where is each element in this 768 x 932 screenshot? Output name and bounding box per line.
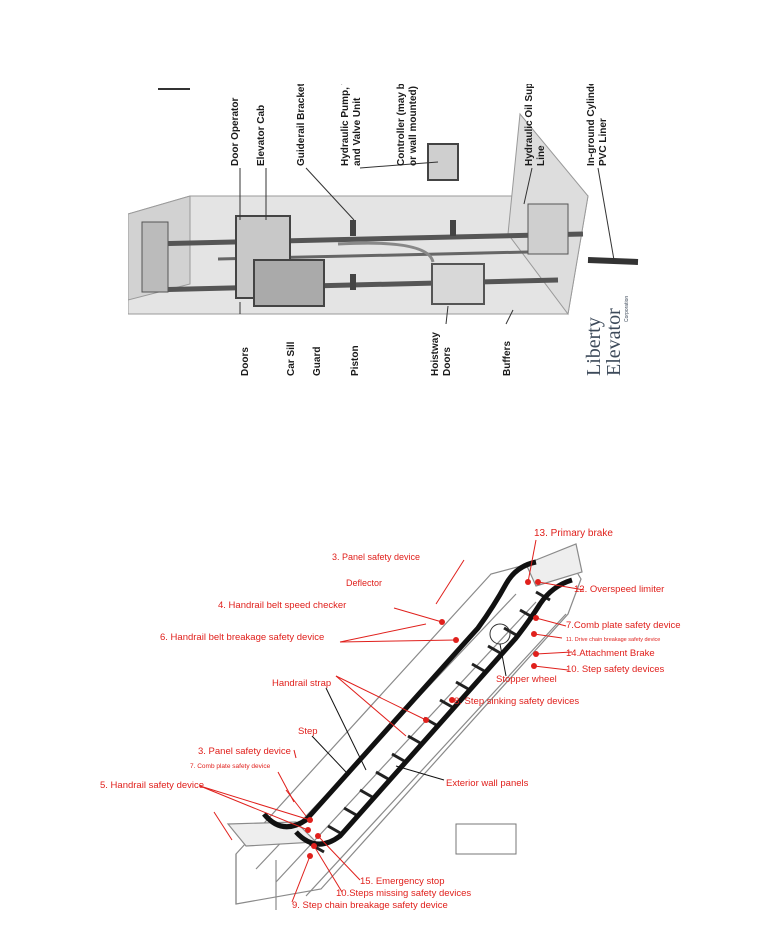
label-elevator-cab: Elevator Cab bbox=[256, 105, 267, 166]
label-panel-safety-bottom: 3. Panel safety device bbox=[198, 746, 291, 757]
label-wall-mounted: or wall mounted) bbox=[408, 86, 419, 166]
label-guard: Guard bbox=[312, 347, 323, 376]
car-doors bbox=[253, 259, 325, 307]
label-step-chain-breakage: 9. Step chain breakage safety device bbox=[292, 900, 448, 911]
label-emergency-stop: 15. Emergency stop bbox=[360, 876, 445, 887]
black-leader-lines bbox=[311, 643, 507, 781]
hoistway-doors bbox=[431, 263, 485, 305]
label-buffers: Buffers bbox=[502, 341, 513, 376]
label-pvc-liner: PVC Liner bbox=[598, 118, 609, 166]
label-guiderail-brackets: Guiderail Brackets bbox=[296, 84, 307, 166]
label-primary-brake: 13. Primary brake bbox=[534, 528, 613, 539]
label-handrail-strap: Handrail strap bbox=[272, 678, 331, 689]
label-comb-plate-top: 7.Comb plate safety device bbox=[566, 620, 681, 631]
handrail-right bbox=[294, 577, 573, 847]
label-exterior-wall: Exterior wall panels bbox=[446, 778, 529, 789]
handrail-left bbox=[262, 559, 537, 830]
label-handrail-safety: 5. Handrail safety device bbox=[100, 780, 204, 791]
escalator-safety-diagram: 13. Primary brake 3. Panel safety device… bbox=[96, 524, 682, 914]
escalator-illustration: 13. Primary brake 3. Panel safety device… bbox=[100, 528, 681, 911]
label-attachment-brake: 14.Attachment Brake bbox=[566, 648, 655, 659]
label-hoistway-doors: Doors bbox=[442, 347, 453, 376]
label-hoistway: Hoistway bbox=[430, 332, 441, 376]
escalator-leader-lines bbox=[199, 539, 585, 903]
in-ground-cylinder bbox=[587, 257, 639, 265]
guiderail-bracket bbox=[350, 220, 356, 236]
label-in-ground-cylinder: In-ground Cylinder bbox=[586, 84, 597, 166]
label-piston: Piston bbox=[350, 345, 361, 376]
label-comb-plate-bottom: 7. Comb plate safety device bbox=[190, 763, 271, 770]
label-oil-supply: Hydraulic Oil Suppl bbox=[524, 84, 535, 166]
door-operator bbox=[141, 221, 169, 293]
liberty-elevator-logo: Liberty Elevator Corporation bbox=[583, 296, 630, 376]
label-step: Step bbox=[298, 726, 318, 737]
hydraulic-elevator-diagram: Door Operator Elevator Cab Guiderail Bra… bbox=[128, 84, 644, 378]
hydraulic-pump bbox=[527, 203, 569, 255]
label-line: Line bbox=[536, 145, 547, 166]
svg-text:Liberty: Liberty bbox=[583, 317, 605, 376]
label-step-safety: 10. Step safety devices bbox=[566, 664, 664, 675]
label-controller: Controller (may be bbox=[396, 84, 407, 166]
escalator-truss bbox=[226, 543, 583, 910]
oil-supply-line bbox=[337, 241, 435, 263]
label-drive-chain: 11. Drive chain breakage safety device bbox=[566, 637, 660, 643]
label-step-sinking: 8. Step sinking safety devices bbox=[454, 696, 579, 707]
elevator-illustration: Door Operator Elevator Cab Guiderail Bra… bbox=[128, 84, 639, 376]
label-door-operator: Door Operator bbox=[230, 98, 241, 166]
label-steps-missing: 10.Steps missing safety devices bbox=[336, 888, 471, 899]
guide-rail-upper bbox=[147, 231, 584, 247]
safety-device-dots bbox=[305, 579, 541, 859]
label-panel-safety-top: 3. Panel safety device bbox=[332, 552, 420, 562]
label-hydraulic-pump: Hydraulic Pump, T bbox=[340, 84, 351, 166]
label-valve-unit: and Valve Unit bbox=[352, 97, 363, 166]
label-deflector: Deflector bbox=[346, 578, 382, 588]
label-stopper-wheel: Stopper wheel bbox=[496, 674, 557, 685]
svg-text:Elevator: Elevator bbox=[603, 308, 625, 376]
label-handrail-speed-checker: 4. Handrail belt speed checker bbox=[218, 600, 346, 611]
escalator-steps bbox=[309, 590, 551, 854]
label-doors: Doors bbox=[240, 347, 251, 376]
label-car-sill: Car Sill bbox=[286, 341, 297, 376]
svg-text:Corporation: Corporation bbox=[624, 296, 630, 322]
label-handrail-breakage: 6. Handrail belt breakage safety device bbox=[160, 632, 324, 643]
label-overspeed-limiter: 12. Overspeed limiter bbox=[574, 584, 664, 595]
elevator-leader-lines bbox=[239, 161, 615, 325]
